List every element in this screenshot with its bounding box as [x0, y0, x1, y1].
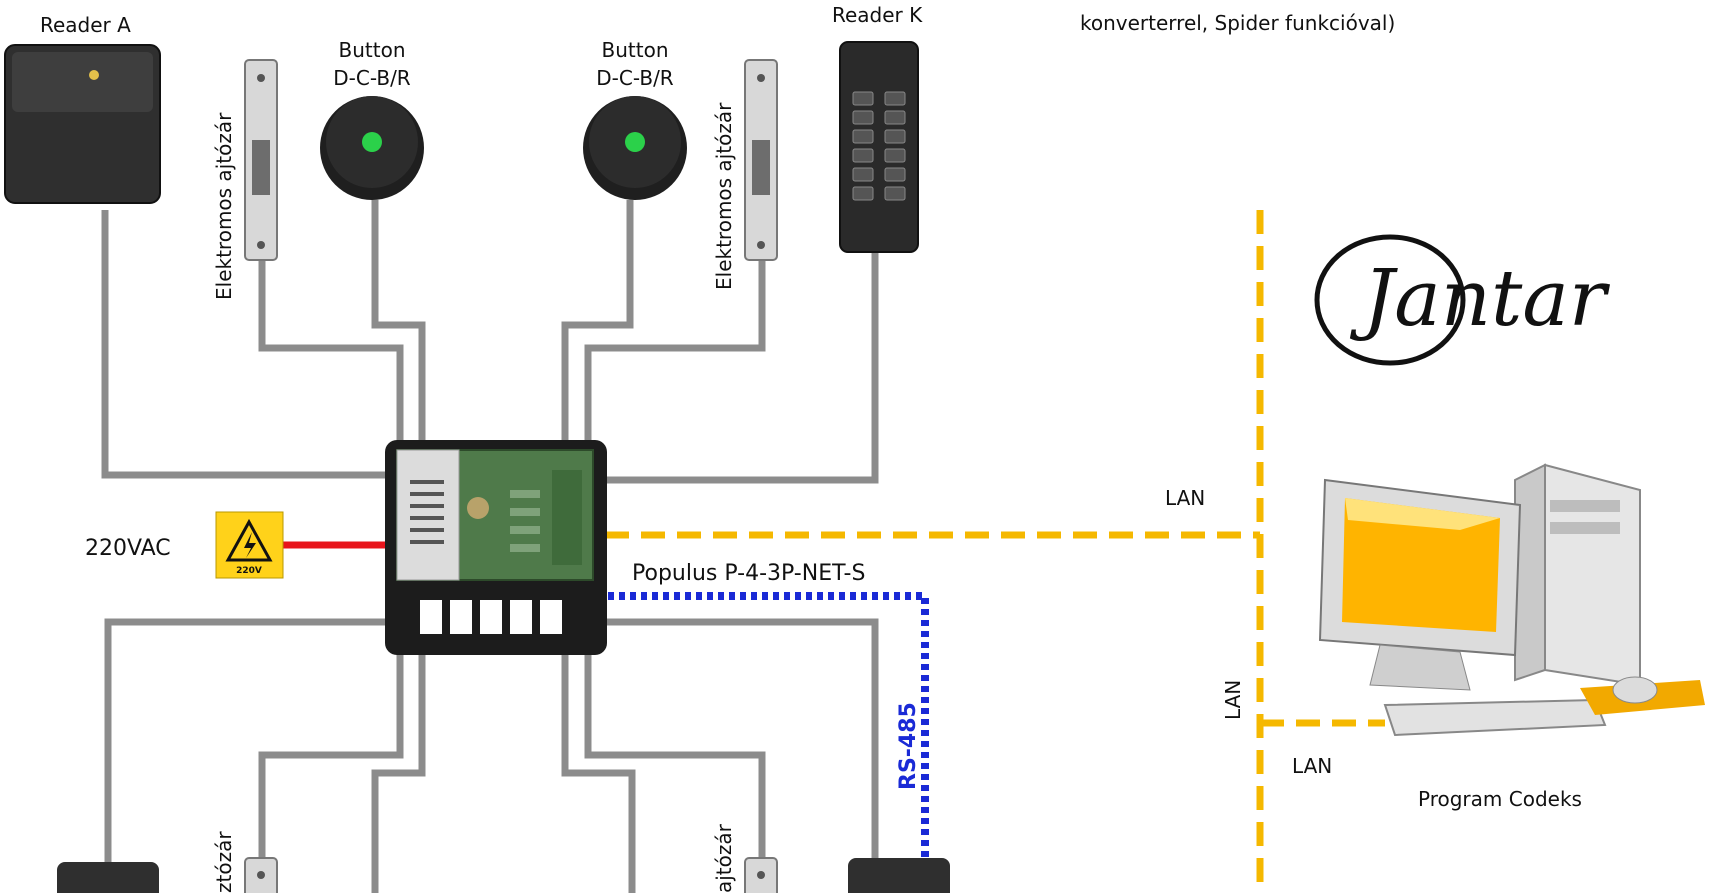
label-lock-right: Elektromos ajtózár: [712, 102, 736, 290]
label-lan-vertical: LAN: [1221, 680, 1245, 720]
label-power: 220VAC: [85, 536, 171, 561]
cable-reader-k: [605, 250, 879, 484]
reader-bottom-left: [57, 862, 159, 893]
pc: [1318, 463, 1705, 737]
label-note: konverterrel, Spider funkcióval): [1080, 11, 1395, 35]
label-lock-left: Elektromos ajtózár: [212, 112, 236, 300]
button-left: [320, 96, 424, 200]
cable-bottom-left-2: [371, 650, 426, 893]
button-right: [583, 96, 687, 200]
label-reader-k: Reader K: [832, 3, 923, 27]
reader-k: [839, 41, 919, 253]
rs485-line: [608, 592, 929, 870]
cable-reader-a: [101, 210, 415, 479]
card-reader-icon: [57, 862, 159, 893]
label-lock-bottom-right: ajtózár: [712, 823, 736, 893]
label-controller: Populus P-4-3P-NET-S: [632, 561, 865, 586]
label-reader-a: Reader A: [40, 13, 131, 37]
cables: [101, 200, 879, 893]
label-rs485: RS-485: [896, 702, 921, 790]
cable-lock-right: [584, 255, 766, 440]
reader-bottom-right: [848, 858, 950, 893]
reader-a: [4, 44, 161, 204]
cable-bottom-right-reader: [605, 618, 879, 870]
cable-lock-left: [258, 255, 404, 440]
cable-bottom-right-2: [561, 650, 636, 893]
cable-button-left: [371, 200, 426, 440]
jantar-logo: Jantar: [1314, 234, 1611, 366]
cable-bottom-right-lock: [584, 650, 766, 870]
lock-right: [744, 59, 778, 261]
lan-lines: [605, 210, 1385, 893]
label-button-left-1: Button: [339, 38, 406, 62]
lock-left: [244, 59, 278, 261]
led-icon: [362, 132, 382, 152]
label-button-right-2: D-C-B/R: [596, 66, 674, 90]
cable-button-right: [561, 200, 634, 440]
label-lan-top: LAN: [1165, 486, 1205, 510]
controller: [385, 440, 607, 655]
desktop-computer-icon: [1318, 463, 1705, 737]
label-button-left-2: D-C-B/R: [333, 66, 411, 90]
power-warning: 220V: [215, 511, 284, 579]
keypad-reader-icon: [839, 41, 919, 253]
lock-bottom-left: [244, 857, 278, 893]
power-sign-label: 220V: [236, 566, 262, 576]
cable-bottom-left-reader: [104, 618, 405, 870]
logo-text: Jantar: [1349, 254, 1611, 344]
label-lock-bottom-left: ztózár: [212, 831, 236, 893]
label-pc: Program Codeks: [1418, 787, 1582, 811]
led-icon: [625, 132, 645, 152]
cable-bottom-left-lock: [258, 650, 404, 870]
card-reader-icon: [848, 858, 950, 893]
label-button-right-1: Button: [602, 38, 669, 62]
label-lan-bottom: LAN: [1292, 754, 1332, 778]
lock-bottom-right: [744, 857, 778, 893]
